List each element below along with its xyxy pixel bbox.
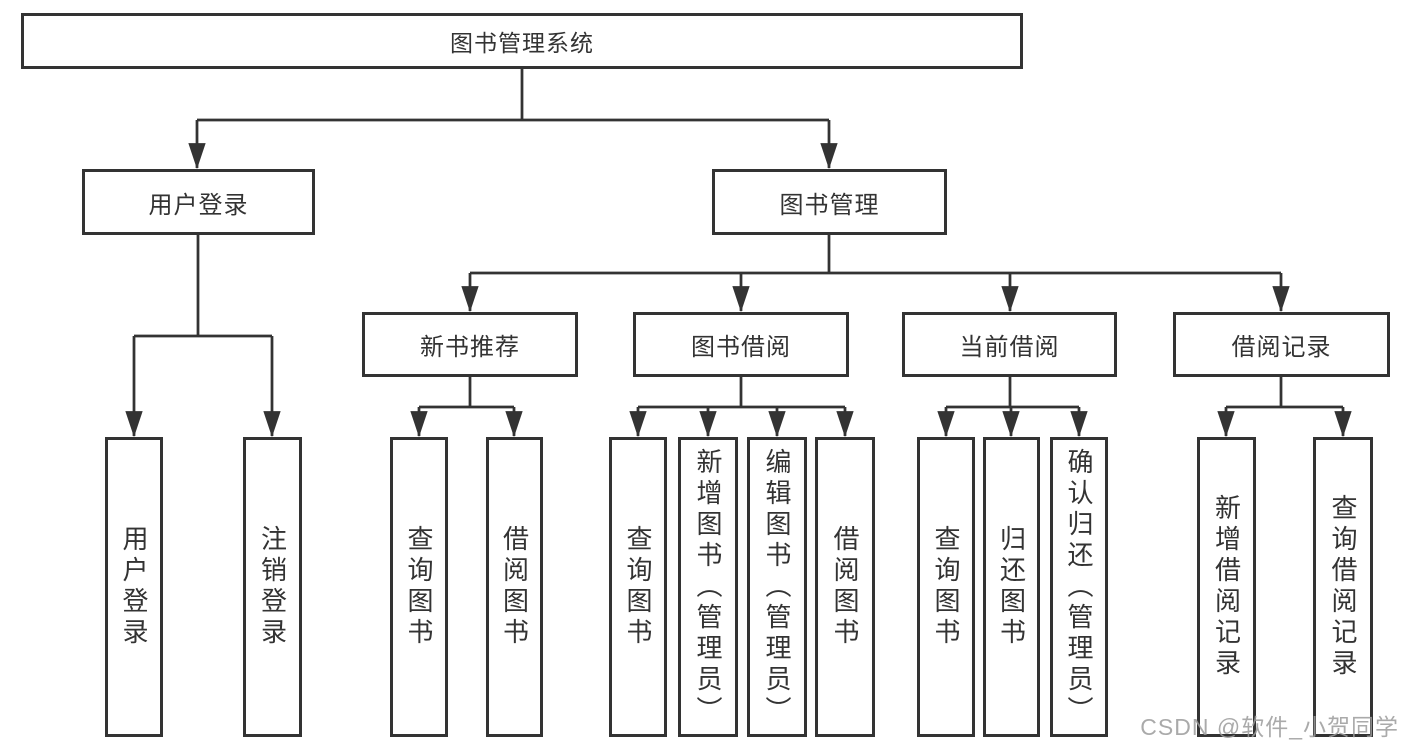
node-root: 图书管理系统 <box>21 13 1023 69</box>
node-label: 用户登录 <box>148 191 249 219</box>
node-label: 借阅图书 <box>830 525 860 649</box>
node-label: 注销登录 <box>257 525 288 649</box>
node-book-management: 图书管理 <box>712 169 947 235</box>
node-label: 编辑图书（管理员） <box>762 447 792 727</box>
node-label: 图书借阅 <box>691 334 791 361</box>
leaf-confirm-return-admin: 确认归还（管理员） <box>1050 437 1108 737</box>
node-user-login: 用户登录 <box>82 169 315 235</box>
node-label: 图书管理系统 <box>450 30 594 56</box>
node-label: 借阅图书 <box>499 525 530 649</box>
node-label: 用户登录 <box>119 525 149 649</box>
connector-current-borrow <box>937 377 1088 438</box>
leaf-query-books-borrow: 查询图书 <box>609 437 667 737</box>
leaf-return-books: 归还图书 <box>983 437 1040 737</box>
node-label: 当前借阅 <box>959 334 1060 361</box>
node-label: 查询图书 <box>931 525 961 649</box>
node-label: 图书管理 <box>779 191 880 219</box>
node-label: 归还图书 <box>996 525 1027 649</box>
connector-book-borrow <box>629 377 854 438</box>
leaf-logout: 注销登录 <box>243 437 302 737</box>
leaf-edit-books-admin: 编辑图书（管理员） <box>747 437 807 737</box>
connector-user-login <box>125 234 281 438</box>
node-label: 确认归还（管理员） <box>1064 447 1094 727</box>
node-label: 借阅记录 <box>1231 334 1332 361</box>
node-label: 新增图书（管理员） <box>693 447 723 727</box>
connector-book-management <box>461 234 1290 313</box>
node-book-borrow: 图书借阅 <box>633 312 849 377</box>
leaf-user-login: 用户登录 <box>105 437 163 737</box>
node-new-book-recommend: 新书推荐 <box>362 312 578 377</box>
node-current-borrow: 当前借阅 <box>902 312 1117 377</box>
node-label: 新书推荐 <box>420 334 520 361</box>
leaf-query-borrow-record: 查询借阅记录 <box>1313 437 1373 737</box>
node-borrow-records: 借阅记录 <box>1173 312 1390 377</box>
node-label: 查询图书 <box>623 525 653 649</box>
leaf-add-books-admin: 新增图书（管理员） <box>678 437 738 737</box>
leaf-borrow-books: 借阅图书 <box>815 437 875 737</box>
node-label: 新增借阅记录 <box>1211 494 1242 680</box>
leaf-add-borrow-record: 新增借阅记录 <box>1197 437 1256 737</box>
leaf-query-books-current: 查询图书 <box>917 437 975 737</box>
connector-new-book-recommend <box>410 377 523 438</box>
connector-borrow-records <box>1217 377 1352 438</box>
leaf-query-books-recommend: 查询图书 <box>390 437 448 737</box>
watermark: CSDN @软件_小贺同学 <box>1140 714 1399 740</box>
leaf-borrow-books-recommend: 借阅图书 <box>486 437 543 737</box>
node-label: 查询图书 <box>404 525 434 649</box>
connector-root <box>188 68 838 170</box>
node-label: 查询借阅记录 <box>1328 494 1358 680</box>
